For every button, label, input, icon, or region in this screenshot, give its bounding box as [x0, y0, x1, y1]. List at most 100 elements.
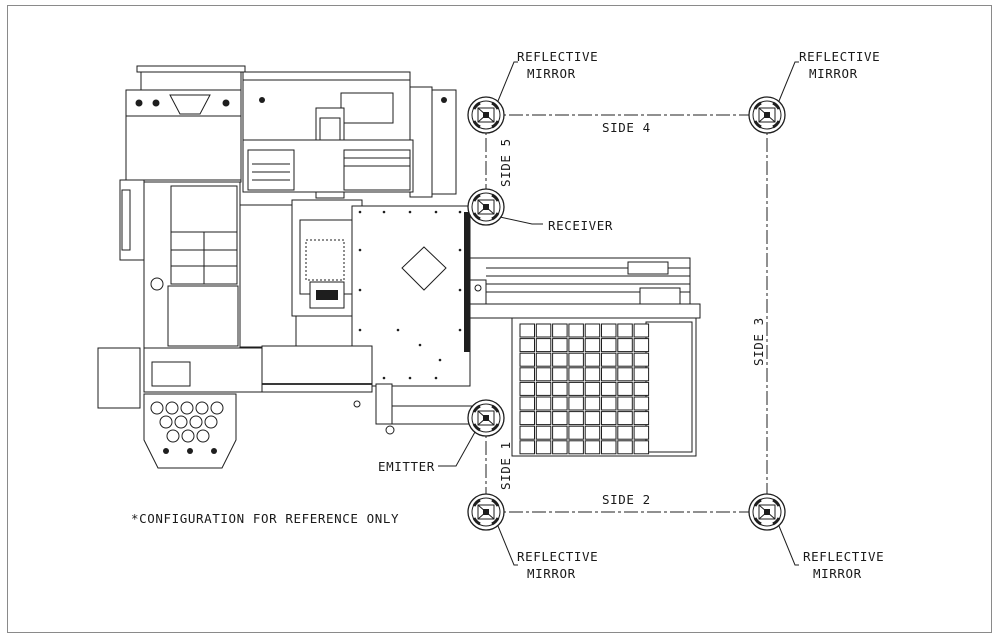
grid-cell: [601, 367, 617, 382]
reflective-mirror-bottom-right: [747, 492, 787, 532]
grid-cell: [552, 323, 568, 338]
callout-mirror-top-right: REFLECTIVE MIRROR: [799, 49, 880, 81]
grid-cell: [584, 411, 601, 426]
svg-text:REFLECTIVE: REFLECTIVE: [517, 549, 598, 564]
grid-cell: [568, 352, 584, 367]
svg-text:REFLECTIVE: REFLECTIVE: [803, 549, 884, 564]
grid-cell: [519, 352, 535, 367]
grid-cell: [535, 338, 552, 353]
receiver: [466, 187, 506, 227]
grid-cell: [568, 440, 584, 455]
grid-cell: [584, 425, 601, 440]
grid-cell: [568, 338, 584, 353]
grid-cell: [552, 396, 568, 411]
grid-cell: [519, 396, 535, 411]
grid-cell: [633, 440, 650, 455]
svg-text:MIRROR: MIRROR: [809, 66, 858, 81]
reflective-mirror-top-right: [747, 95, 787, 135]
grid-cell: [633, 323, 650, 338]
grid-cell: [552, 381, 568, 396]
grid-cell: [601, 352, 617, 367]
grid-cell: [633, 352, 650, 367]
callout-mirror-bottom-right: REFLECTIVE MIRROR: [803, 549, 884, 581]
grid-cell: [617, 323, 633, 338]
emitter: [466, 398, 506, 438]
grid-cell: [617, 352, 633, 367]
grid-cell: [568, 425, 584, 440]
grid-cell: [568, 367, 584, 382]
grid-cell: [519, 425, 535, 440]
callout-emitter: EMITTER: [378, 459, 435, 474]
reflective-mirror-top-left: [466, 95, 506, 135]
grid-cell: [601, 425, 617, 440]
grid-cell: [552, 425, 568, 440]
side-5-label: SIDE 5: [498, 138, 513, 187]
grid-cell: [584, 440, 601, 455]
side-4-label: SIDE 4: [602, 120, 651, 135]
grid-cell: [535, 396, 552, 411]
leader-lines: [438, 61, 799, 566]
grid-cell: [617, 338, 633, 353]
grid-cell: [552, 367, 568, 382]
grid-cell: [617, 381, 633, 396]
grid-cell: [568, 323, 584, 338]
conveyor: [469, 257, 701, 319]
callout-mirror-bottom-left: REFLECTIVE MIRROR: [517, 549, 598, 581]
grid-cell: [519, 323, 535, 338]
svg-text:REFLECTIVE: REFLECTIVE: [517, 49, 598, 64]
callout-receiver: RECEIVER: [548, 218, 613, 233]
grid-cell: [601, 440, 617, 455]
grid-cell: [535, 367, 552, 382]
grid-cell: [535, 440, 552, 455]
grid-cell: [519, 367, 535, 382]
grid-cell: [601, 323, 617, 338]
grid-cell: [552, 338, 568, 353]
grid-cell: [568, 396, 584, 411]
grid-cell: [535, 381, 552, 396]
grid-cell: [633, 367, 650, 382]
svg-text:MIRROR: MIRROR: [527, 66, 576, 81]
svg-text:MIRROR: MIRROR: [527, 566, 576, 581]
side-3-label: SIDE 3: [751, 317, 766, 366]
side-1-label: SIDE 1: [498, 441, 513, 490]
grid-cell: [617, 367, 633, 382]
grid-cell: [584, 323, 601, 338]
grid-cell: [584, 381, 601, 396]
svg-text:MIRROR: MIRROR: [813, 566, 862, 581]
grid-cell: [601, 396, 617, 411]
grid-cell: [552, 440, 568, 455]
grid-cell: [584, 396, 601, 411]
grid-cell: [633, 381, 650, 396]
grid-cell: [535, 411, 552, 426]
svg-text:REFLECTIVE: REFLECTIVE: [799, 49, 880, 64]
grid-cell: [601, 381, 617, 396]
grid-cell: [535, 425, 552, 440]
grid-cell: [601, 338, 617, 353]
grid-cell: [552, 411, 568, 426]
grid-cell: [535, 323, 552, 338]
grid-cell: [601, 411, 617, 426]
grid-cell: [568, 381, 584, 396]
grid-cell: [519, 440, 535, 455]
grid-cell: [633, 338, 650, 353]
callout-mirror-top-left: REFLECTIVE MIRROR: [517, 49, 598, 81]
grid-cell: [617, 440, 633, 455]
grid-cell: [519, 411, 535, 426]
grid-cell: [633, 411, 650, 426]
grid-cell: [568, 411, 584, 426]
grid-cell: [519, 338, 535, 353]
pallet-grid: [511, 317, 697, 457]
side-2-label: SIDE 2: [602, 492, 651, 507]
grid-cell: [535, 352, 552, 367]
grid-cell: [617, 425, 633, 440]
grid-cell: [584, 352, 601, 367]
grid-cell: [584, 367, 601, 382]
grid-cell: [633, 396, 650, 411]
grid-cell: [617, 411, 633, 426]
reference-note: *CONFIGURATION FOR REFERENCE ONLY: [131, 511, 399, 526]
grid-cell: [584, 338, 601, 353]
grid-cell: [633, 425, 650, 440]
grid-cell: [617, 396, 633, 411]
machine-outline: [97, 65, 481, 469]
